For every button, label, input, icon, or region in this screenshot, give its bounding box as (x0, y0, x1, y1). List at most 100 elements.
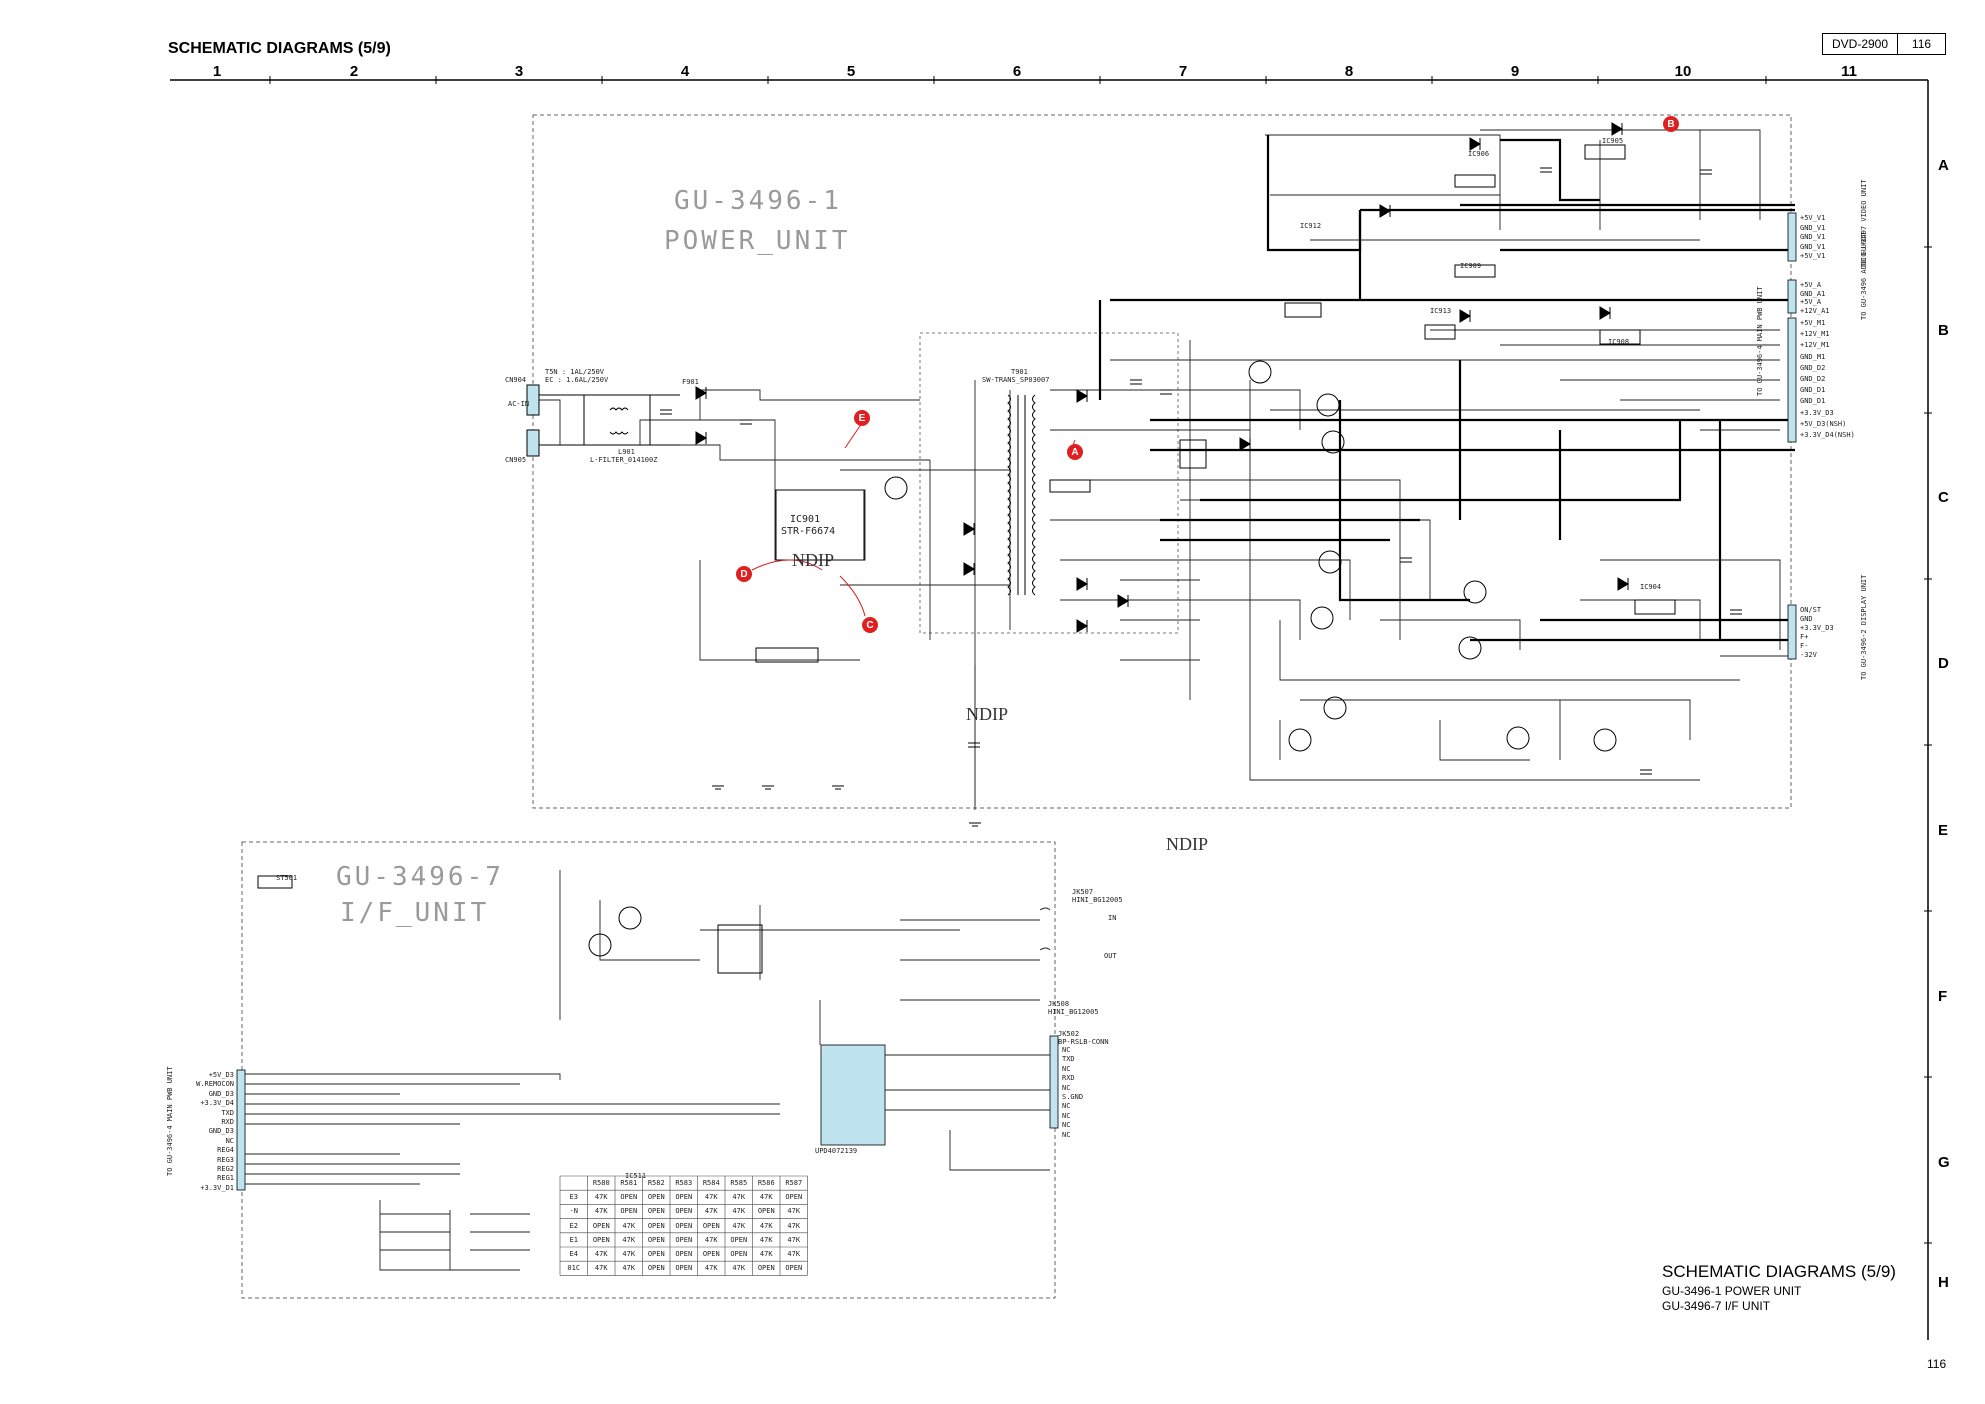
table-cell: 47K (787, 1221, 801, 1230)
table-cell: 47K (732, 1207, 746, 1216)
jk507-label: JK507 (1072, 888, 1094, 896)
table-cell: OPEN (757, 1264, 775, 1273)
ic511-label: IC511 (625, 1172, 647, 1180)
table-cell: 47K (732, 1221, 746, 1230)
table-cell: 47K (704, 1193, 718, 1202)
table-cell: OPEN (785, 1193, 803, 1202)
ic901-body (775, 489, 865, 561)
connector-pin-label: S.GND (1062, 1093, 1084, 1101)
power-unit-boundary (532, 114, 1792, 809)
connector-pin-label: +3.3V_D3 (1800, 624, 1834, 632)
t901-part: SW-TRANS_SP03007 (982, 376, 1050, 384)
jk508-part: HINI_BG12005 (1048, 1008, 1099, 1016)
connector-pin-label: +5V_V1 (1800, 252, 1826, 260)
grid-column-8: 8 (1344, 63, 1354, 80)
cn905-label: CN905 (505, 456, 527, 464)
connector-blocks (236, 212, 1797, 1191)
connector-pin-label: +3.3V_D1 (200, 1183, 234, 1192)
table-cell: 47K (704, 1207, 718, 1216)
connector-pin-label: NC (1062, 1102, 1071, 1111)
table-cell: 47K (594, 1193, 608, 1202)
power-unit-name-line1: GU-3496-1 (674, 186, 842, 216)
connector-pin-label: +12V_M1 (1800, 341, 1830, 350)
table-cell: 47K (622, 1250, 636, 1258)
st501-label: ST501 (276, 874, 298, 882)
ic912-label: IC912 (1300, 222, 1322, 230)
ground-symbols (712, 785, 981, 827)
grid-column-2: 2 (349, 63, 359, 80)
connector-pin-label: +5V_V1 (1800, 214, 1826, 222)
a902-block (755, 647, 819, 663)
connector-pin-label: RXD (1062, 1074, 1075, 1083)
table-header-cell: R583 (675, 1179, 693, 1187)
table-cell: 47K (787, 1235, 801, 1244)
footer-subtitle-if: GU-3496-7 I/F UNIT (1662, 1299, 1771, 1313)
table-cell: 47K (594, 1264, 608, 1273)
table-cell: 47K (759, 1235, 773, 1244)
table-header-cell: R584 (702, 1179, 720, 1187)
grid-column-6: 6 (1012, 63, 1022, 80)
jk507-part: HINI_BG12005 (1072, 896, 1123, 904)
t901-label: T901 (1011, 368, 1028, 376)
power-unit-ic-boxes (755, 144, 1676, 663)
connector-pin-label: TXD (221, 1108, 234, 1117)
table-cell: 47K (759, 1221, 773, 1230)
table-cell: 47K (704, 1235, 718, 1244)
capacitor-symbols (660, 167, 1742, 775)
connector-pin-label: +5V_D3 (208, 1071, 234, 1079)
fuse-rating-2: EC : 1.6AL/250V (545, 376, 609, 384)
ndip-label: NDIP (966, 704, 1009, 724)
ic913-label: IC913 (1430, 307, 1452, 315)
connector-pin-label: GND_D2 (1800, 375, 1826, 383)
marker-e: E (854, 410, 870, 426)
header-page-number: 116 (1911, 37, 1932, 51)
table-header-cell: R585 (730, 1179, 748, 1187)
connector-pin-label: GND_D1 (1800, 397, 1826, 406)
marker-a: A (1067, 444, 1083, 460)
connector-pin-label: NC (1062, 1130, 1071, 1139)
connector-pin-label: GND_D3 (208, 1089, 234, 1098)
connector-pin-label: +12V_A1 (1800, 306, 1830, 315)
connector-pin-label: ON/ST (1800, 606, 1822, 614)
table-header-cell: R587 (785, 1179, 803, 1187)
page-frame (170, 79, 1929, 1340)
connector-pin-label: +5V_D3(NSH) (1800, 419, 1847, 428)
connector-pin-label: GND (1800, 615, 1813, 623)
table-cell: OPEN (647, 1235, 665, 1244)
f901-label: F901 (682, 378, 699, 386)
table-cell: 47K (732, 1193, 746, 1202)
jk502-label: JK502 (1058, 1030, 1080, 1038)
grid-row-f: F (1938, 988, 1948, 1005)
connector-pin-label: +12V_M1 (1800, 330, 1830, 339)
diode-symbols (695, 122, 1629, 633)
table-cell: OPEN (730, 1235, 748, 1244)
connector-pin-label: GND_A1 (1800, 289, 1826, 298)
table-cell: -N (569, 1207, 578, 1216)
jack-out-label: OUT (1104, 952, 1117, 960)
grid-column-1: 1 (212, 63, 222, 80)
power-unit-heavy-rails (1098, 135, 1795, 642)
table-cell: OPEN (785, 1264, 803, 1273)
connector-pin-label: TXD (1062, 1055, 1075, 1064)
connector-pin-label: +3.3V_D3 (1800, 408, 1834, 417)
ic906-label: IC906 (1468, 150, 1490, 158)
table-cell: E3 (569, 1193, 578, 1202)
connector-pin-label: NC (225, 1136, 234, 1145)
jack-in-label: IN (1108, 914, 1117, 922)
power-unit-name-line2: POWER_UNIT (664, 226, 851, 256)
to-audio-label: TO GU-3496 AUDIO UNIT (1860, 231, 1868, 320)
grid-column-10: 10 (1674, 63, 1692, 80)
ic511-part: UPD4072139 (815, 1147, 858, 1155)
connector-pin-label: REG3 (217, 1155, 234, 1164)
table-cell: OPEN (647, 1221, 665, 1230)
grid-column-3: 3 (514, 63, 524, 80)
table-cell: OPEN (647, 1264, 665, 1273)
connector-pin-label: F- (1800, 642, 1809, 650)
connector-pin-label: RXD (221, 1118, 234, 1126)
connector-pin-label: +5V_M1 (1800, 319, 1826, 327)
connector-pin-label: GND_D1 (1800, 386, 1826, 395)
connector-pin-label: GND_D2 (1800, 363, 1826, 372)
ndip-label: NDIP (792, 550, 835, 570)
ic901-part: STR-F6674 (781, 526, 836, 537)
table-header-cell: R580 (592, 1179, 610, 1187)
